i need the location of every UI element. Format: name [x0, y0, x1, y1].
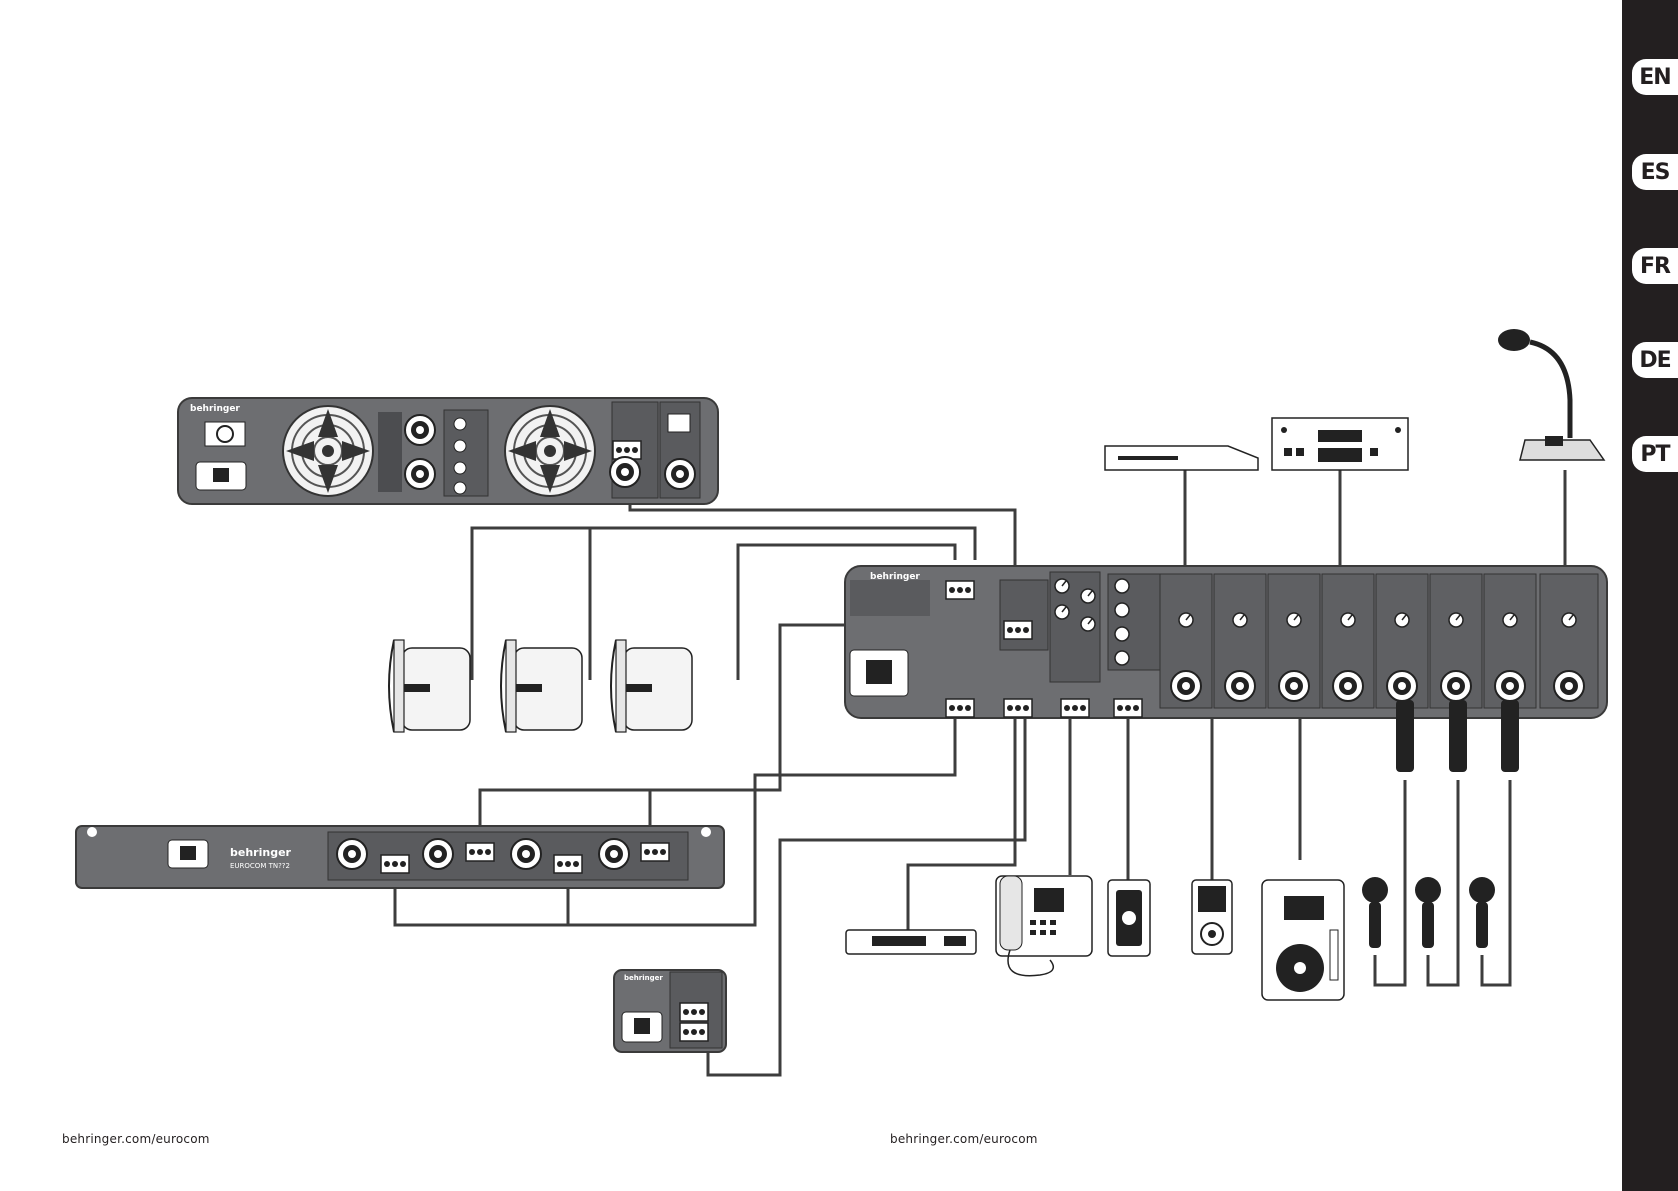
small-interface-unit	[614, 970, 726, 1052]
tab-language-es[interactable]: ES	[1632, 154, 1678, 190]
tab-language-pt[interactable]: PT	[1632, 436, 1678, 472]
rack-unit-brand: behringer	[230, 846, 291, 859]
dvd-player	[1105, 446, 1258, 470]
handheld-mic-3	[1469, 877, 1495, 948]
mixer-brand: behringer	[870, 572, 920, 582]
footer-url-left[interactable]: behringer.com/eurocom	[62, 1132, 210, 1146]
footer-url-right[interactable]: behringer.com/eurocom	[890, 1132, 1038, 1146]
ceiling-speaker-2	[501, 640, 582, 732]
tab-language-en[interactable]: EN	[1632, 59, 1678, 95]
tab-language-de[interactable]: DE	[1632, 342, 1678, 378]
tab-language-fr[interactable]: FR	[1632, 248, 1678, 284]
gooseneck-microphone	[1498, 329, 1604, 460]
media-player	[1192, 880, 1232, 954]
rack-unit-model: EUROCOM TN??2	[230, 862, 290, 870]
power-amplifier	[178, 398, 718, 504]
power-amp-brand: behringer	[190, 404, 240, 414]
cable-group	[395, 470, 1565, 1075]
network-switch	[846, 930, 976, 954]
tuner-receiver	[1272, 418, 1408, 470]
matrix-mixer	[845, 566, 1607, 718]
ip-phone	[996, 876, 1092, 976]
input-channel-strips	[1160, 574, 1598, 708]
rack-unit	[76, 826, 724, 888]
cd-player	[1262, 880, 1344, 1000]
small-unit-brand: behringer	[624, 974, 663, 982]
handheld-mic-2	[1415, 877, 1441, 948]
paging-station	[1108, 880, 1150, 956]
language-tab-bar: EN ES FR DE PT	[1622, 0, 1678, 1191]
ceiling-speaker-1	[389, 640, 470, 732]
ceiling-speaker-3	[611, 640, 692, 732]
handheld-mic-1	[1362, 877, 1388, 948]
